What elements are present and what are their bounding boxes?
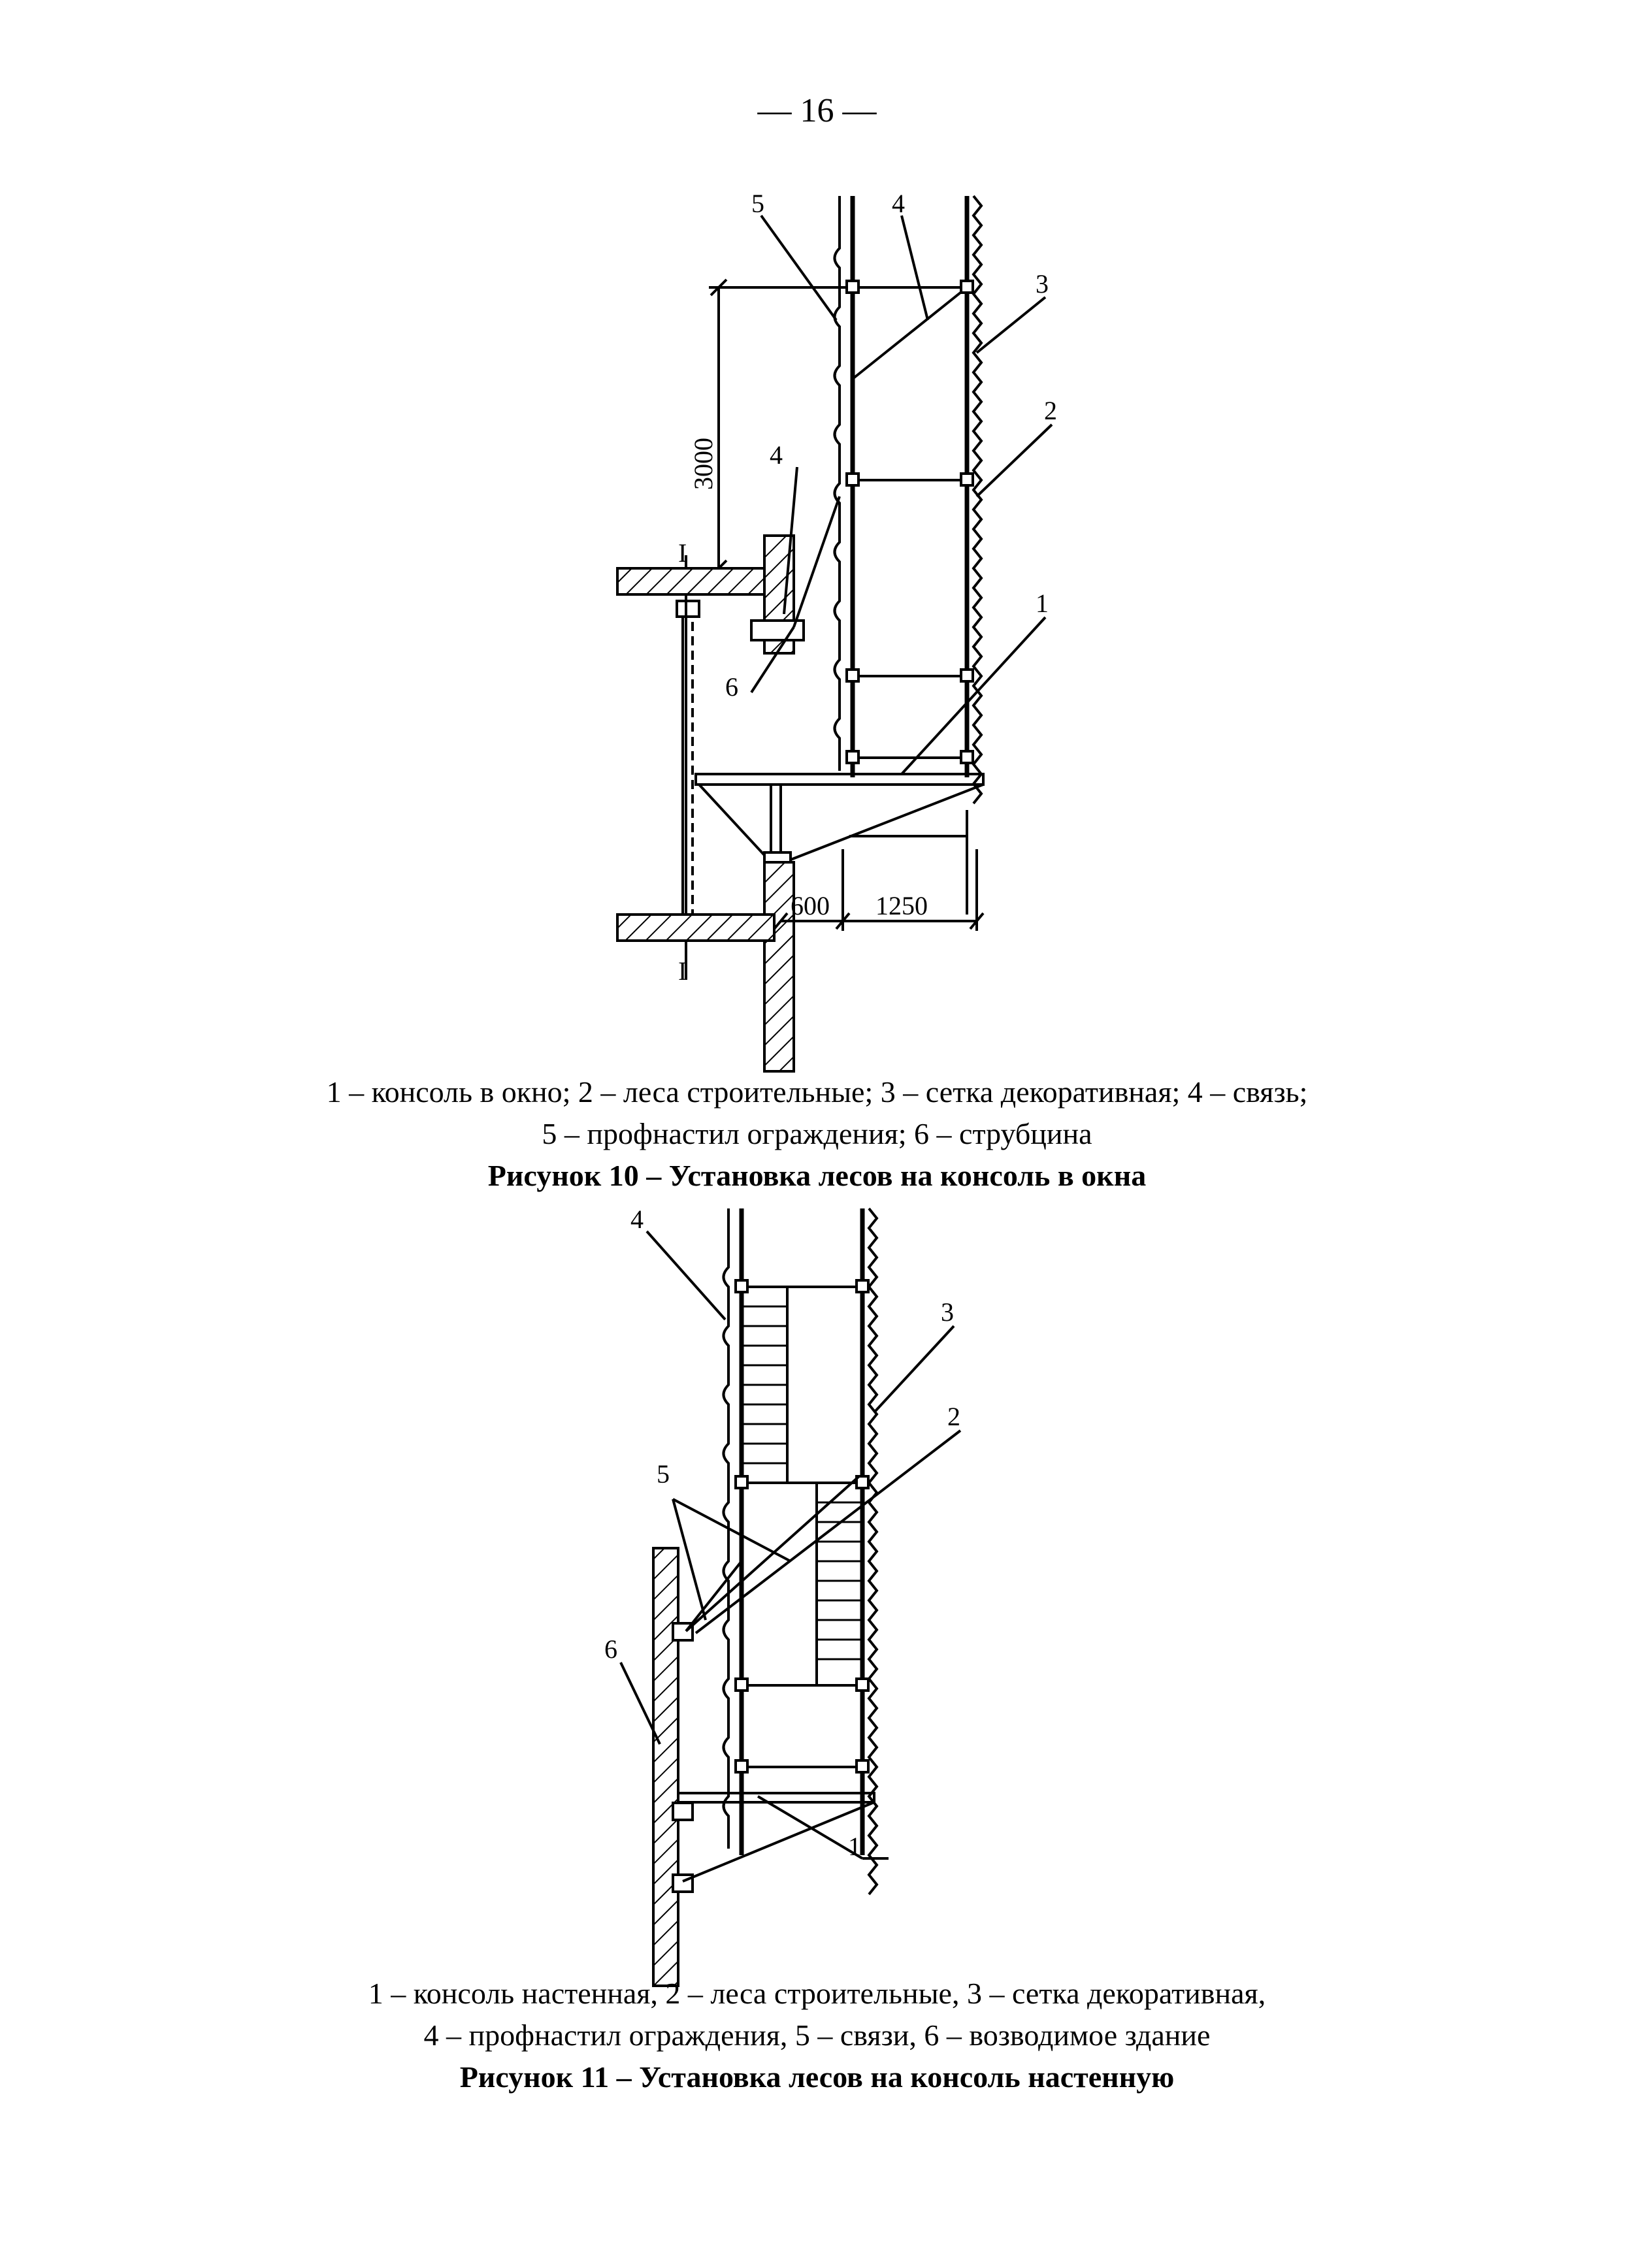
fig10-label-6: 6 — [725, 672, 738, 702]
fig10-dim-3000: 3000 — [689, 438, 718, 490]
fig11-legend-line-2: 4 – профнастил ограждения, 5 – связи, 6 … — [423, 2018, 1211, 2052]
fig10-dim-600: 600 — [791, 891, 830, 920]
fig10-label-1: 1 — [1036, 589, 1049, 618]
fig11-label-5: 5 — [657, 1459, 670, 1489]
figure-11-drawing: 4 3 2 5 6 1 — [604, 1205, 962, 1987]
fig11-label-1: 1 — [848, 1832, 861, 1861]
fig10-legend-line-2: 5 – профнастил ограждения; 6 – струбцина — [542, 1117, 1092, 1150]
page-number: — 16 — — [757, 92, 877, 129]
fig10-section-mark-bottom: I — [678, 956, 687, 986]
figure-10-drawing: 5 4 3 2 1 4 6 I I 600 1250 3000 — [616, 189, 1057, 1073]
fig10-label-3: 3 — [1036, 269, 1049, 299]
fig10-legend-line-1: 1 – консоль в окно; 2 – леса строительны… — [326, 1075, 1308, 1109]
fig10-dim-1250: 1250 — [875, 891, 928, 920]
fig11-label-6: 6 — [604, 1634, 617, 1664]
fig10-title: Рисунок 10 – Установка лесов на консоль … — [487, 1159, 1147, 1192]
fig10-label-2: 2 — [1044, 396, 1057, 425]
fig11-title: Рисунок 11 – Установка лесов на консоль … — [459, 2060, 1175, 2094]
fig11-label-2: 2 — [947, 1402, 960, 1431]
fig10-label-4a: 4 — [892, 189, 905, 218]
fig11-legend-line-1: 1 – консоль настенная, 2 – леса строител… — [368, 1977, 1266, 2010]
fig10-label-5: 5 — [751, 189, 764, 218]
fig11-label-4: 4 — [630, 1205, 644, 1234]
fig10-section-mark-top: I — [678, 538, 687, 568]
fig10-label-4b: 4 — [770, 440, 783, 470]
fig11-label-3: 3 — [941, 1297, 954, 1327]
